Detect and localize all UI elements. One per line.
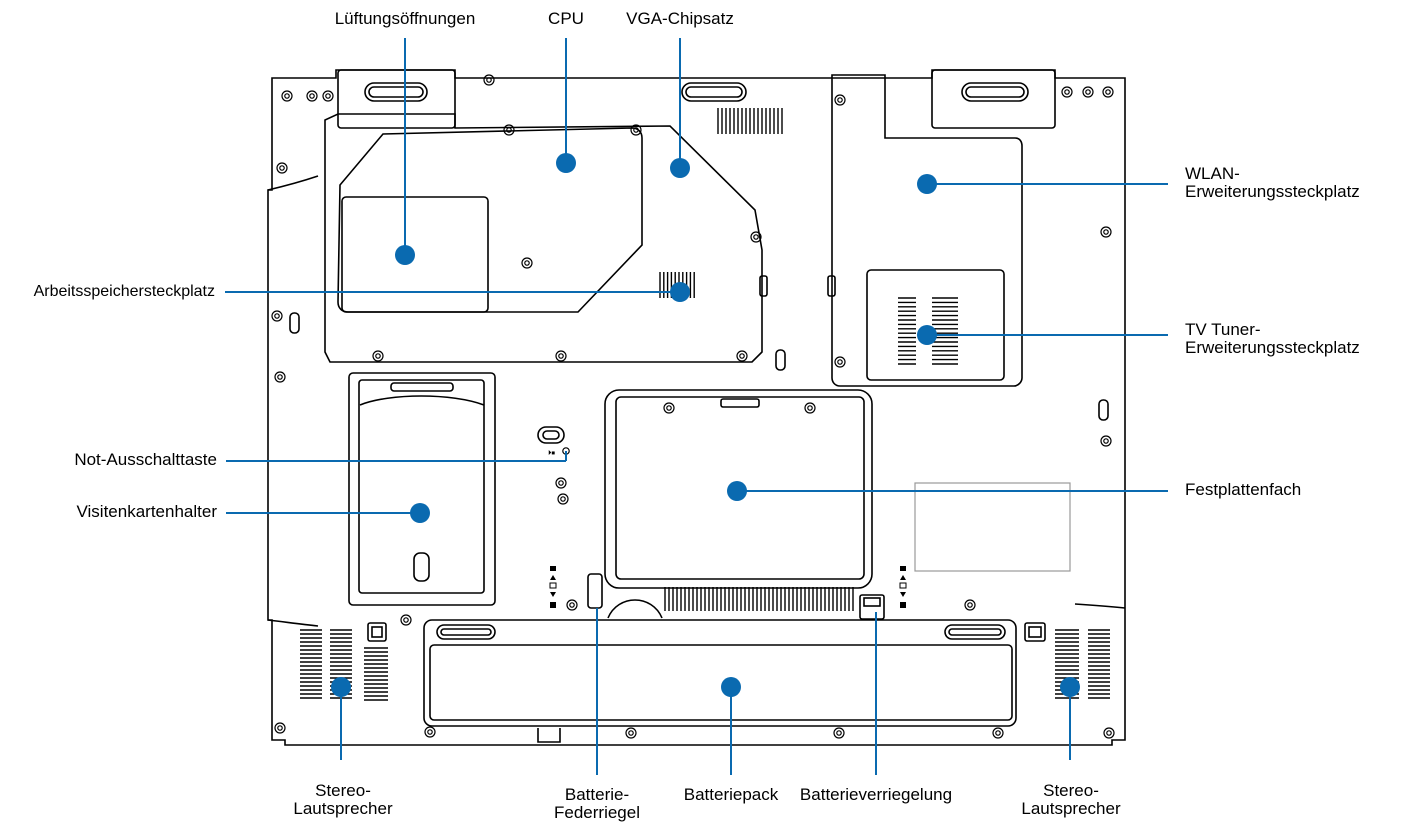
dot-visitenkarten xyxy=(410,503,430,523)
label-tv: TV Tuner-Erweiterungssteckplatz xyxy=(1185,321,1360,357)
screw xyxy=(281,90,293,102)
label-stereo-left: Stereo-Lautsprecher xyxy=(293,782,392,818)
screw xyxy=(750,231,762,243)
screw xyxy=(557,493,569,505)
dot-tv xyxy=(917,325,937,345)
dot-stereo-right xyxy=(1060,677,1080,697)
battery-lock xyxy=(859,594,885,620)
dot-wlan xyxy=(917,174,937,194)
label-batterie-feder-line1: Batterie- xyxy=(564,785,630,804)
screw xyxy=(663,402,675,414)
screw xyxy=(964,599,976,611)
label-batterie-feder: Batterie-Federriegel xyxy=(554,786,640,822)
label-stereo-left-line2: Lautsprecher xyxy=(293,799,393,818)
label-stereo-left-line1: Stereo- xyxy=(315,781,371,800)
label-tv-line2: Erweiterungssteckplatz xyxy=(1185,338,1360,357)
screw xyxy=(1102,86,1114,98)
screws xyxy=(271,74,1115,739)
screw xyxy=(1100,226,1112,238)
dot-festplatte xyxy=(727,481,747,501)
screw xyxy=(400,614,412,626)
screw xyxy=(372,350,384,362)
battery-spring-latch xyxy=(587,573,603,609)
wlan-cover xyxy=(831,74,1023,387)
screw xyxy=(804,402,816,414)
screw xyxy=(625,727,637,739)
lock-symbols xyxy=(549,566,907,608)
screw xyxy=(276,162,288,174)
screw xyxy=(834,356,846,368)
card-holder xyxy=(348,372,496,606)
screw xyxy=(1082,86,1094,98)
label-festplatte: Festplattenfach xyxy=(1185,480,1302,499)
screw xyxy=(424,726,436,738)
battery xyxy=(423,619,1017,727)
screw xyxy=(521,257,533,269)
label-wlan-line2: Erweiterungssteckplatz xyxy=(1185,182,1360,201)
label-arbeitsspeicher: Arbeitsspeichersteckplatz xyxy=(33,283,215,300)
screw xyxy=(1061,86,1073,98)
callout-dots xyxy=(331,153,1080,697)
screw xyxy=(503,124,515,136)
screw xyxy=(833,727,845,739)
label-batteriepack: Batteriepack xyxy=(683,785,779,804)
label-stereo-right-line2: Lautsprecher xyxy=(1021,799,1121,818)
dot-batteriepack xyxy=(721,677,741,697)
screw xyxy=(834,94,846,106)
label-wlan-line1: WLAN- xyxy=(1185,164,1240,183)
screw xyxy=(271,310,283,322)
laptop-body-outline xyxy=(267,69,1126,746)
dot-stereo-left xyxy=(331,677,351,697)
label-stereo-right-line1: Stereo- xyxy=(1043,781,1099,800)
hdd-bay xyxy=(604,389,873,589)
screw xyxy=(274,371,286,383)
label-cpu: CPU xyxy=(548,9,584,28)
label-not-aus: Not-Ausschalttaste xyxy=(74,450,217,469)
svg-text:⏵⏹: ⏵⏹ xyxy=(548,450,556,457)
screw xyxy=(306,90,318,102)
label-tv-line1: TV Tuner- xyxy=(1185,320,1261,339)
tv-tuner-cover xyxy=(866,269,1005,381)
label-vga: VGA-Chipsatz xyxy=(626,9,734,28)
dot-lueftung xyxy=(395,245,415,265)
screw xyxy=(322,90,334,102)
screw xyxy=(483,74,495,86)
label-stereo-right: Stereo-Lautsprecher xyxy=(1021,782,1120,818)
screw xyxy=(555,350,567,362)
screw xyxy=(630,124,642,136)
dot-vga xyxy=(670,158,690,178)
label-lueftung: Lüftungsöffnungen xyxy=(334,9,476,28)
cpu-memory-cover xyxy=(324,113,763,363)
screw xyxy=(736,350,748,362)
screw xyxy=(1100,435,1112,447)
label-wlan: WLAN-Erweiterungssteckplatz xyxy=(1185,165,1360,201)
dot-arbeitsspeicher xyxy=(670,282,690,302)
hinge-left xyxy=(337,69,456,129)
label-visitenkarten: Visitenkartenhalter xyxy=(76,502,218,521)
label-batterie-feder-line2: Federriegel xyxy=(554,803,640,822)
screw xyxy=(1103,727,1115,739)
screw xyxy=(274,722,286,734)
screw xyxy=(566,599,578,611)
label-batterieverriegelung: Batterieverriegelung xyxy=(799,785,953,804)
dot-cpu xyxy=(556,153,576,173)
screw xyxy=(555,477,567,489)
screw xyxy=(992,727,1004,739)
callout-lines xyxy=(225,38,1168,775)
hinge-right xyxy=(931,69,1056,129)
